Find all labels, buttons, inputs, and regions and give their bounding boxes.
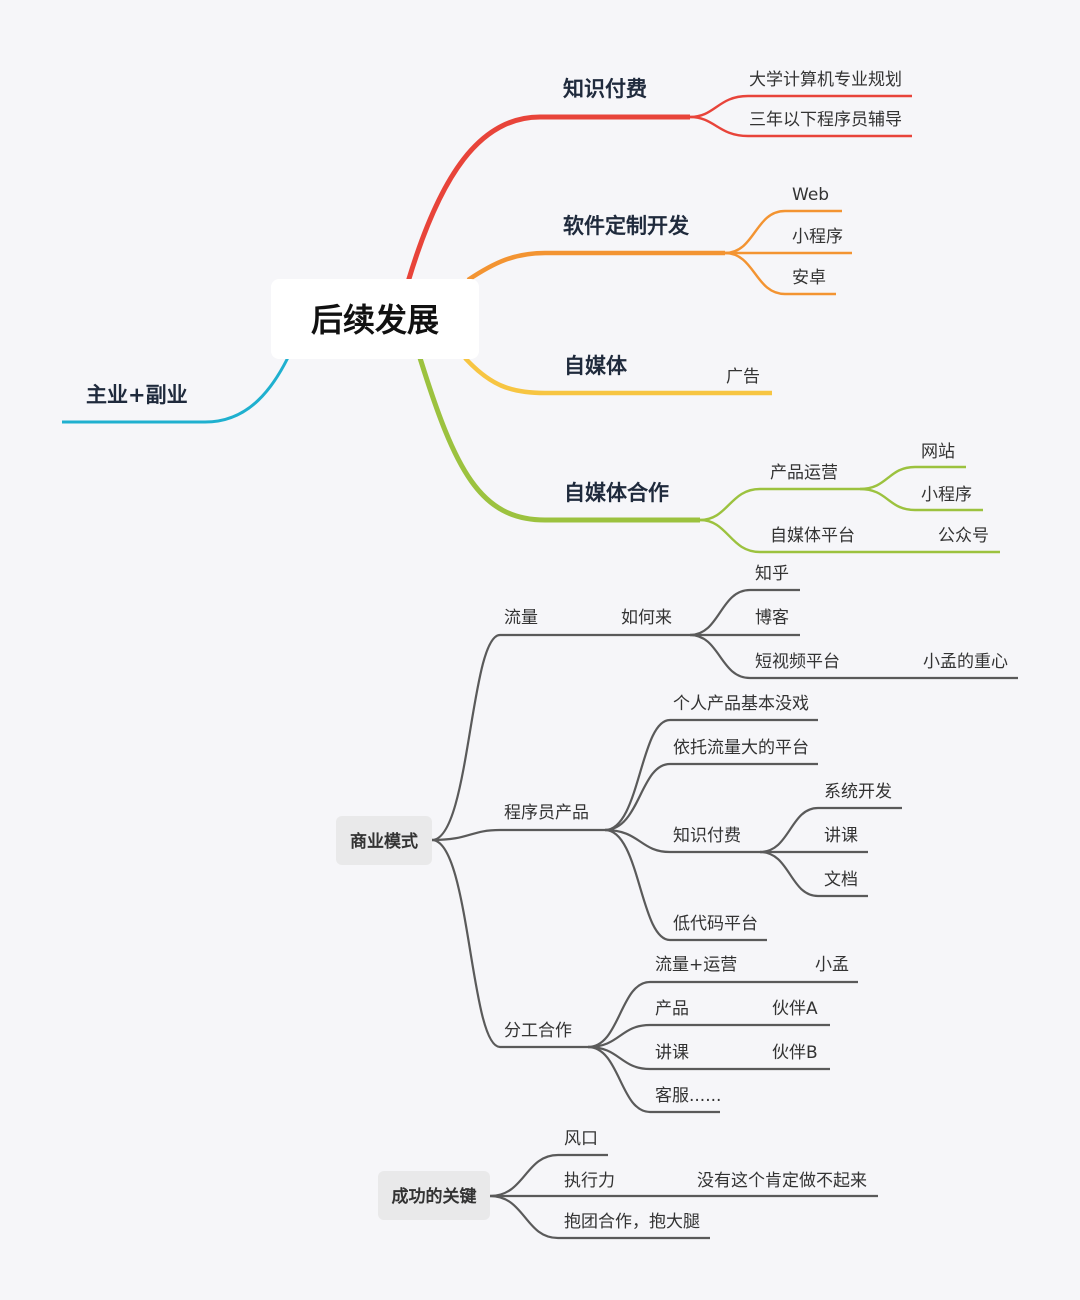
product-item-1: 个人产品基本没戏	[673, 694, 809, 714]
connector-coop-1-1	[859, 465, 966, 491]
product-label: 程序员产品	[504, 803, 589, 823]
leaf-knowledge-2: 三年以下程序员辅导	[749, 110, 902, 130]
traffic-focus-note: 小孟的重心	[923, 652, 1008, 672]
connector-coop-1	[699, 487, 860, 522]
division-item-3: 讲课	[655, 1043, 689, 1063]
traffic-short-video: 短视频平台	[755, 652, 840, 672]
branch-knowledge-label: 知识付费	[563, 77, 647, 101]
business-connectors	[431, 588, 1018, 1114]
leaf-coop-wechat: 公众号	[938, 526, 989, 546]
connector-coop-1-2	[859, 487, 983, 512]
division-item-1: 流量+运营	[655, 955, 737, 975]
business-label: 商业模式	[350, 831, 418, 852]
root-node[interactable]	[271, 279, 479, 359]
connector-branch-software	[466, 250, 725, 282]
leaf-coop-website: 网站	[921, 442, 955, 462]
leaf-software-android: 安卓	[792, 268, 826, 288]
success-item-2: 执行力	[564, 1171, 615, 1191]
connector-software-3	[724, 251, 836, 296]
knowledge-sub-2: 讲课	[824, 826, 858, 846]
leaf-media-ads: 广告	[726, 367, 760, 387]
knowledge-sub-3: 文档	[824, 870, 858, 890]
leaf-coop-miniapp: 小程序	[921, 485, 972, 505]
left-branch-label: 主业+副业	[86, 383, 188, 407]
product-item-3: 知识付费	[673, 826, 741, 846]
branch-coop-label: 自媒体合作	[564, 481, 669, 505]
product-item-4: 低代码平台	[673, 914, 758, 934]
division-owner-3: 伙伴B	[772, 1043, 818, 1063]
leaf-software-miniapp: 小程序	[792, 227, 843, 247]
division-item-2: 产品	[655, 999, 689, 1019]
division-item-4: 客服......	[655, 1086, 721, 1106]
leaf-software-web: Web	[792, 185, 829, 205]
root-label: 后续发展	[311, 301, 439, 339]
connector-knowledge-1	[689, 94, 912, 119]
division-owner-1: 小孟	[815, 955, 849, 975]
business-node[interactable]	[336, 816, 432, 865]
product-item-2: 依托流量大的平台	[673, 738, 809, 758]
connector-knowledge-2	[689, 115, 912, 138]
branch-software-label: 软件定制开发	[563, 214, 690, 238]
leaf-coop-media-platform: 自媒体平台	[770, 526, 855, 546]
connector-coop-2	[699, 518, 1000, 554]
knowledge-sub-1: 系统开发	[824, 782, 892, 802]
connector-branch-coop	[417, 357, 700, 523]
branch-media-label: 自媒体	[564, 354, 628, 378]
success-node[interactable]	[378, 1171, 490, 1220]
success-label: 成功的关键	[392, 1186, 477, 1207]
success-item-3: 抱团合作，抱大腿	[564, 1212, 700, 1232]
success-note: 没有这个肯定做不起来	[697, 1171, 867, 1191]
connector-branch-media	[463, 356, 772, 396]
traffic-blog: 博客	[755, 608, 789, 628]
connector-software-1	[724, 209, 842, 255]
leaf-knowledge-1: 大学计算机专业规划	[749, 70, 902, 90]
traffic-zhihu: 知乎	[755, 564, 789, 584]
leaf-coop-product-ops: 产品运营	[770, 463, 838, 483]
division-label: 分工合作	[504, 1021, 572, 1041]
success-item-1: 风口	[564, 1129, 598, 1149]
division-owner-2: 伙伴A	[772, 999, 818, 1019]
connector-left-branch	[62, 329, 302, 424]
connector-branch-knowledge	[405, 114, 690, 283]
traffic-label: 流量	[504, 608, 538, 628]
success-connectors	[489, 1153, 878, 1240]
traffic-how-label: 如何来	[621, 608, 672, 628]
